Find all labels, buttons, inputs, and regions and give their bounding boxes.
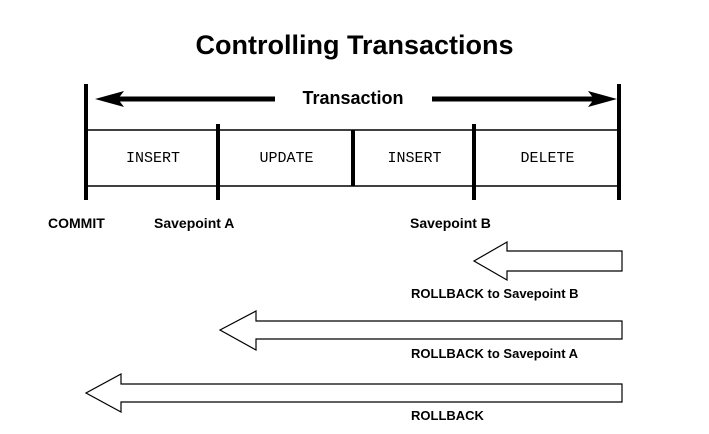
rollback-full-label: ROLLBACK xyxy=(411,408,484,423)
savepoint-a-label: Savepoint A xyxy=(154,215,235,231)
arrow-right-head xyxy=(588,91,617,107)
operation-insert-2: INSERT xyxy=(387,149,442,167)
rollback-arrow-b xyxy=(472,240,623,282)
rollback-a-label: ROLLBACK to Savepoint A xyxy=(411,346,579,361)
operation-update: UPDATE xyxy=(259,149,314,167)
arrow-left-head xyxy=(95,91,124,107)
operation-delete: DELETE xyxy=(520,149,575,167)
rollback-arrow-a xyxy=(218,310,623,352)
rollback-b-label: ROLLBACK to Savepoint B xyxy=(411,286,579,301)
transaction-label: Transaction xyxy=(275,88,431,109)
operation-insert-1: INSERT xyxy=(125,149,180,167)
transaction-arrow xyxy=(95,91,617,107)
commit-label: COMMIT xyxy=(48,215,105,231)
diagram-title: Controlling Transactions xyxy=(195,30,514,60)
savepoint-b-label: Savepoint B xyxy=(410,215,491,231)
operations-strip xyxy=(86,129,619,187)
rollback-arrow-full xyxy=(84,372,623,414)
